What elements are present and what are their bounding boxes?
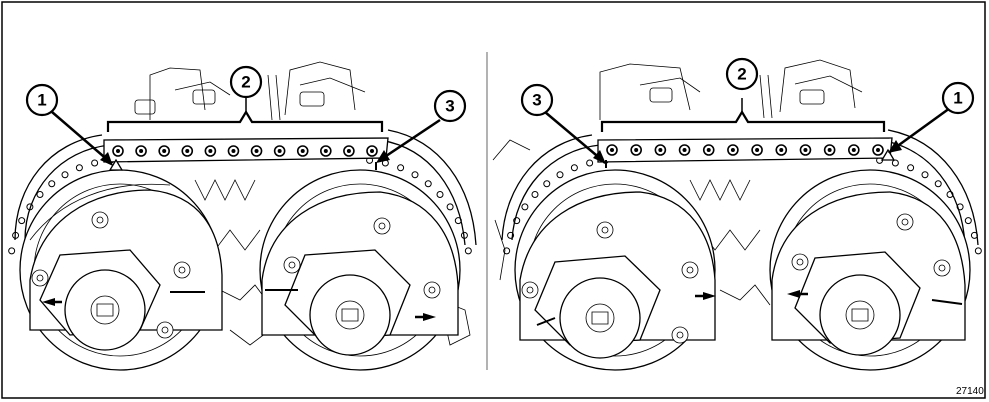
svg-text:2: 2	[737, 65, 746, 84]
chain-link	[974, 247, 982, 255]
svg-text:1: 1	[37, 91, 46, 110]
chain-roller-pin	[208, 149, 213, 153]
callout-2-right: 2	[725, 57, 759, 91]
chain-link	[921, 171, 929, 179]
chain-link	[907, 164, 915, 172]
chain-roller-pin	[779, 148, 784, 152]
chain-links	[8, 156, 982, 255]
callout-2-left: 2	[229, 65, 263, 99]
chain-roller-pin	[730, 148, 735, 152]
chain-link	[18, 217, 26, 225]
chain-link	[934, 180, 942, 188]
left-cam-sprocket-right-panel	[514, 160, 716, 371]
chain-roller-pin	[300, 149, 305, 153]
chain-link	[75, 164, 83, 172]
chain-link	[891, 159, 899, 167]
svg-text:3: 3	[445, 97, 454, 116]
chain-link	[446, 203, 454, 211]
chain-link	[91, 159, 99, 167]
chain-roller-pin	[658, 148, 663, 152]
chain-link	[586, 159, 594, 167]
chain-roller-pin	[139, 149, 144, 153]
chain-roller-pin	[610, 148, 614, 152]
right-cam-sprocket-right-panel	[769, 148, 971, 371]
chain-link	[397, 164, 405, 172]
chain-link	[61, 171, 69, 179]
engine-background-right	[492, 59, 863, 306]
chain-link	[521, 203, 529, 211]
right-panel: 3 2 1	[492, 57, 979, 371]
timing-chain-top-right	[597, 137, 893, 163]
engine-background-left	[134, 61, 471, 346]
callout-1-left: 1	[25, 83, 59, 117]
chain-roller-pin	[370, 149, 374, 153]
bracket-2-left	[106, 109, 384, 132]
chain-roller-pin	[323, 149, 328, 153]
svg-text:1: 1	[953, 89, 962, 108]
chain-link	[543, 180, 551, 188]
chain-link	[411, 171, 419, 179]
chain-link	[531, 191, 539, 199]
chain-roller-pin	[231, 149, 236, 153]
leader-3-left	[379, 118, 441, 162]
chain-roller-pin	[851, 148, 856, 152]
chain-roller-pin	[876, 148, 880, 152]
chain-roller-pin	[682, 148, 687, 152]
left-cam-sprocket-left-panel	[19, 158, 223, 371]
chain-roller-pin	[162, 149, 167, 153]
chain-link	[424, 180, 432, 188]
chain-roller-pin	[254, 149, 259, 153]
chain-link	[48, 180, 56, 188]
chain-link	[556, 171, 564, 179]
timing-chain-top-left	[103, 137, 389, 163]
leader-3-right	[544, 111, 603, 161]
leader-1-left	[51, 111, 111, 163]
chain-roller-pin	[185, 149, 190, 153]
bracket-2-right	[600, 109, 886, 132]
chain-roller-pin	[634, 148, 639, 152]
chain-roller-pin	[755, 148, 760, 152]
chain-link	[436, 191, 444, 199]
left-panel: 1 2 3	[14, 61, 477, 371]
chain-roller-pin	[803, 148, 808, 152]
callout-1-right: 1	[941, 81, 975, 115]
chain-roller-pin	[706, 148, 711, 152]
chain-roller-pin	[827, 148, 832, 152]
chain-link	[8, 247, 16, 255]
right-cam-sprocket-left-panel	[259, 162, 461, 371]
chain-roller-pin	[116, 149, 120, 153]
callout-3-left: 3	[433, 89, 467, 123]
svg-text:2: 2	[241, 73, 250, 92]
leader-1-right	[891, 106, 951, 152]
callout-3-right: 3	[520, 83, 554, 117]
chain-link	[570, 164, 578, 172]
figure-id-label: 27140	[956, 386, 984, 397]
chain-roller-pin	[277, 149, 282, 153]
chain-roller-pin	[346, 149, 351, 153]
chain-link	[464, 247, 472, 255]
chain-link	[36, 191, 44, 199]
chain-link	[964, 217, 972, 225]
svg-text:3: 3	[532, 91, 541, 110]
